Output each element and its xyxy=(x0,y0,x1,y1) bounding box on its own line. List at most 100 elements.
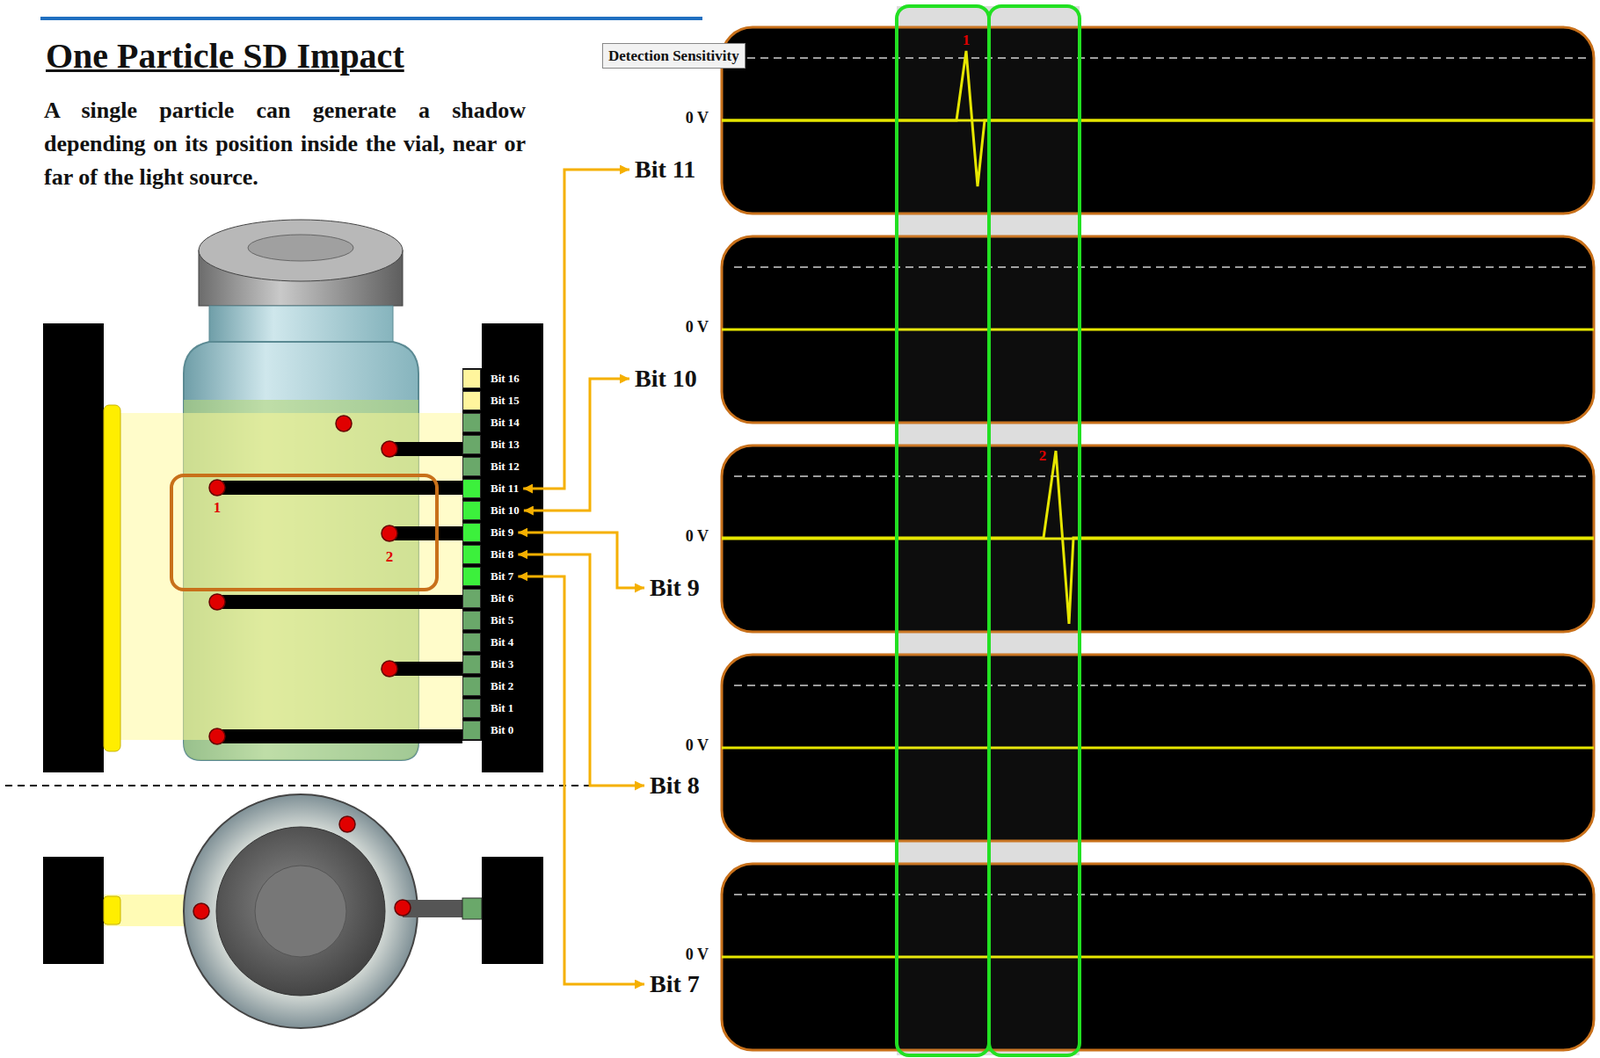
scope-panel xyxy=(721,654,1594,842)
scope-channel: 0 V Bit 10 xyxy=(629,236,1596,423)
detector-bit: Bit 4 xyxy=(462,632,518,654)
leader-arrow xyxy=(517,554,645,786)
shadow-bar xyxy=(389,442,463,457)
vial-top-center xyxy=(254,865,347,958)
callout-number: 2 xyxy=(385,548,394,567)
baseline-trace xyxy=(721,956,1594,960)
detector-bit: Bit 5 xyxy=(462,610,518,632)
leader-arrow xyxy=(517,532,645,589)
detector-housing xyxy=(481,323,544,773)
particles xyxy=(209,415,398,745)
header-rule xyxy=(40,16,703,21)
light-beam xyxy=(120,413,463,741)
particle-dot xyxy=(381,525,398,542)
sensitivity-box: Detection Sensitivity xyxy=(602,43,746,69)
callout-number: 1 xyxy=(962,31,971,50)
page-title: One Particle SD Impact xyxy=(45,35,405,77)
node-text: Bit 1 xyxy=(490,701,514,716)
scope-panel xyxy=(721,445,1594,633)
node-text: Bit 10 xyxy=(634,364,698,393)
highlight-frame xyxy=(171,475,437,590)
vial-neck xyxy=(209,305,393,345)
bit-cell xyxy=(462,479,481,499)
leader-arrow xyxy=(523,169,630,489)
section-divider xyxy=(5,785,603,787)
baseline-trace xyxy=(721,747,1594,750)
callout-number: 2 xyxy=(1039,447,1048,466)
vial-top-inner xyxy=(216,827,386,997)
detector-bit: Bit 11 xyxy=(462,478,524,500)
particles-top xyxy=(193,816,411,920)
node-text: Bit 4 xyxy=(490,635,514,650)
node-text: Bit 0 xyxy=(490,723,514,738)
vial-cap-top xyxy=(198,219,403,282)
node-text: 0 V xyxy=(685,736,709,756)
node-text: Bit 3 xyxy=(490,657,514,672)
node-text: Bit 7 xyxy=(649,970,700,999)
node-text: 0 V xyxy=(685,318,709,337)
bit-cell xyxy=(462,654,481,675)
light-source-housing-top xyxy=(43,857,104,965)
bit-cell xyxy=(462,567,481,587)
window-band-ground xyxy=(896,6,1080,1056)
detector-bit: Bit 0 xyxy=(462,720,518,742)
sensitivity-threshold xyxy=(734,57,1587,59)
bit-cell xyxy=(462,369,481,389)
bit-cell xyxy=(462,676,481,697)
particle-dot xyxy=(381,661,398,677)
particle-dot xyxy=(381,441,398,458)
bit-cell xyxy=(462,523,481,543)
scope-panel xyxy=(721,27,1594,214)
node-text: Bit 9 xyxy=(649,574,700,603)
bit-cell xyxy=(462,435,481,455)
detector-bit: Bit 16 xyxy=(462,368,524,390)
particle-dot xyxy=(209,594,226,611)
bit-cell xyxy=(462,391,481,411)
sensitivity-threshold xyxy=(734,266,1587,269)
vial-cap-center xyxy=(247,234,354,262)
detector-strip xyxy=(462,368,482,742)
node-text: 0 V xyxy=(685,945,709,965)
vial-top-outer xyxy=(183,794,418,1029)
node-text: Bit 13 xyxy=(490,437,520,452)
node-text: Bit 9 xyxy=(490,525,514,540)
sensitivity-threshold xyxy=(734,684,1587,687)
node-text: Bit 16 xyxy=(490,371,520,386)
sensitivity-threshold xyxy=(734,475,1587,478)
leader-arrow xyxy=(523,378,630,511)
bit-cell xyxy=(462,720,481,741)
node-text: Bit 5 xyxy=(490,613,514,628)
bit-cell xyxy=(462,698,481,719)
shadow-bar xyxy=(217,595,463,610)
node-text: Detection Sensitivity xyxy=(608,46,740,66)
detector-bit: Bit 9 xyxy=(462,522,518,544)
light-lamp-top xyxy=(103,896,121,925)
time-window xyxy=(989,6,1080,1056)
particle-dot xyxy=(193,903,210,920)
scope-channel: 0 VBit 11 xyxy=(629,27,1596,214)
node-text: Bit 7 xyxy=(490,569,514,584)
detector-housing-top xyxy=(481,857,544,965)
bit-cell xyxy=(462,457,481,477)
detector-bit: Bit 10 xyxy=(462,500,524,522)
node-text: Bit 2 xyxy=(490,679,514,694)
detector-bit: Bit 3 xyxy=(462,654,518,676)
signal-trace xyxy=(721,50,1594,187)
leader-arrow xyxy=(517,576,645,985)
scope-panels xyxy=(721,27,1594,1051)
detector-bit: Bit 15 xyxy=(462,390,524,412)
node-text: Bit 10 xyxy=(490,503,520,518)
signal-trace xyxy=(721,450,1594,625)
detector-bit: Bit 8 xyxy=(462,544,518,566)
detector-bit: Bit 12 xyxy=(462,456,524,478)
particle-dot xyxy=(209,728,226,745)
sensitivity-threshold xyxy=(734,894,1587,896)
node-text: Bit 11 xyxy=(634,155,696,184)
detector-cell-top xyxy=(462,898,482,920)
description-text: A single particle can generate a shadow … xyxy=(43,94,526,195)
scope-panel xyxy=(721,864,1594,1051)
scope-panel xyxy=(721,236,1594,423)
bit-cell xyxy=(462,610,481,631)
